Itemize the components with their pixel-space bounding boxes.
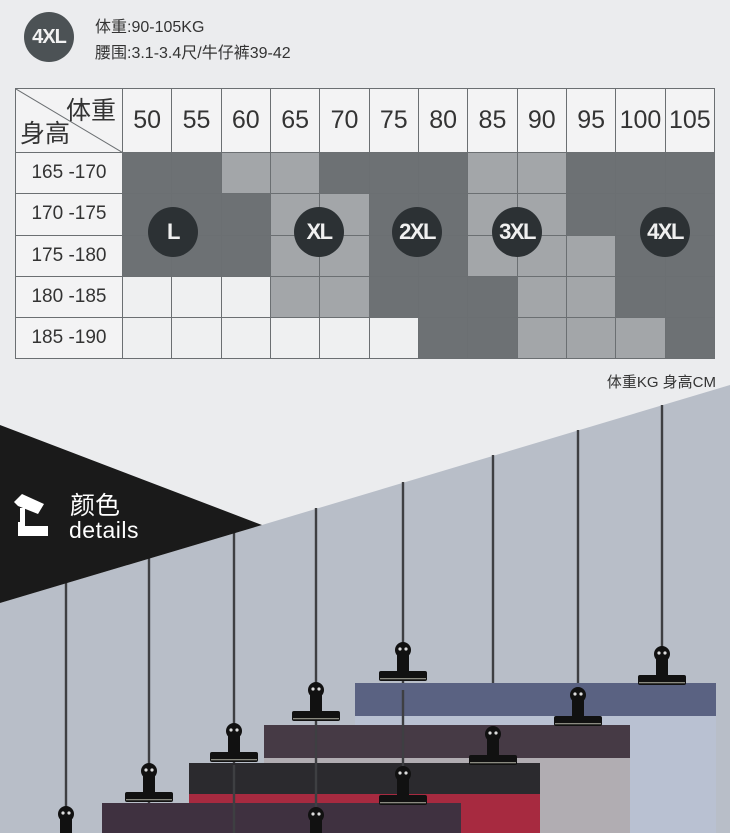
weight-col-header: 105 <box>664 87 716 154</box>
size-cell-dark <box>417 316 469 360</box>
table-row: 170 -175 <box>15 193 716 236</box>
binder-clips <box>42 642 686 833</box>
weight-col-header: 75 <box>368 87 419 154</box>
size-cell-white <box>171 316 222 360</box>
size-cell-light <box>565 275 617 318</box>
size-cell-light <box>565 316 617 360</box>
size-cell-dark <box>615 193 666 236</box>
fabric-black-red <box>189 763 540 833</box>
size-cell-white <box>171 275 222 318</box>
size-cell-light <box>319 193 370 236</box>
size-cell-dark <box>467 316 518 360</box>
color-section-subtitle: details <box>69 517 139 543</box>
weight-axis-label: 体重 <box>65 97 116 125</box>
weight-col-header: 50 <box>121 87 173 154</box>
size-bubble-2xl: 2XL <box>392 207 442 257</box>
weight-col-header: 85 <box>467 87 518 154</box>
size-cell-light <box>516 152 567 195</box>
color-section-title: 颜色 <box>70 492 121 520</box>
height-axis-label: 身高 <box>20 120 71 149</box>
weight-col-header: 100 <box>615 87 666 154</box>
size-bubble-3xl: 3XL <box>492 207 542 257</box>
size-cell-dark <box>121 152 173 195</box>
size-cell-white <box>220 275 271 318</box>
size-cell-light <box>319 275 370 318</box>
size-cell-dark <box>565 152 617 195</box>
gray-backdrop <box>0 385 730 833</box>
weight-col-header: 55 <box>171 87 222 154</box>
size-cell-dark <box>319 152 370 195</box>
size-cell-light <box>565 234 617 277</box>
size-bubble-xl: XL <box>294 207 344 257</box>
weight-col-header: 95 <box>565 87 617 154</box>
fabric-blue <box>355 683 716 833</box>
size-cell-dark <box>368 152 419 195</box>
size-cell-light <box>220 152 271 195</box>
weight-col-header: 90 <box>516 87 567 154</box>
weight-col-header: 65 <box>269 87 321 154</box>
size-cell-dark <box>417 275 469 318</box>
units-label: 体重KG 身高CM <box>606 374 716 391</box>
size-cell-light <box>467 234 518 277</box>
size-cell-light <box>615 316 666 360</box>
size-cell-dark <box>664 316 716 360</box>
size-cell-dark <box>664 275 716 318</box>
diagonal-divider <box>16 89 122 153</box>
size-cell-white <box>121 275 173 318</box>
size-bubble-4xl: 4XL <box>640 207 690 257</box>
size-chart: 体重 身高 50 55 60 65 70 75 80 85 90 95 100 … <box>15 87 716 360</box>
size-cell-light <box>516 316 567 360</box>
waist-range-text: 腰围:3.1-3.4尺/牛仔裤39-42 <box>95 45 291 62</box>
size-cell-white <box>368 316 419 360</box>
table-row: 180 -185 <box>15 275 716 318</box>
size-cell-dark <box>565 193 617 236</box>
size-cell-dark <box>417 152 469 195</box>
lamp-icon <box>14 494 48 536</box>
fabric-purple <box>102 803 461 833</box>
height-row-label: 175 -180 <box>15 234 123 277</box>
size-info-header: 4XL 体重:90-105KG 腰围:3.1-3.4尺/牛仔裤39-42 <box>0 0 730 80</box>
weight-col-header: 80 <box>417 87 469 154</box>
table-row: 175 -180 <box>15 234 716 277</box>
size-cell-dark <box>171 152 222 195</box>
size-cell-white <box>269 316 321 360</box>
size-cell-dark <box>664 152 716 195</box>
size-chart-table: 体重 身高 50 55 60 65 70 75 80 85 90 95 100 … <box>15 87 716 360</box>
size-cell-light <box>319 234 370 277</box>
fabric-mauve <box>264 725 630 833</box>
header-row: 体重 身高 50 55 60 65 70 75 80 85 90 95 100 … <box>15 87 716 154</box>
weight-range-text: 体重:90-105KG <box>95 19 205 36</box>
size-badge: 4XL <box>24 12 74 62</box>
size-cell-dark <box>417 193 469 236</box>
size-cell-dark <box>417 234 469 277</box>
hanging-wires <box>64 405 664 833</box>
size-cell-light <box>269 275 321 318</box>
size-cell-light <box>467 152 518 195</box>
corner-cell: 体重 身高 <box>15 87 123 154</box>
size-cell-dark <box>615 152 666 195</box>
table-row: 165 -170 <box>15 152 716 195</box>
size-cell-dark <box>615 275 666 318</box>
height-row-label: 180 -185 <box>15 275 123 318</box>
size-cell-white <box>121 316 173 360</box>
table-row: 185 -190 <box>15 316 716 360</box>
size-cell-dark <box>220 234 271 277</box>
size-cell-white <box>319 316 370 360</box>
size-cell-dark <box>615 234 666 277</box>
weight-col-header: 60 <box>220 87 271 154</box>
size-bubble-l: L <box>148 207 198 257</box>
size-cell-dark <box>220 193 271 236</box>
size-cell-white <box>220 316 271 360</box>
weight-col-header: 70 <box>319 87 370 154</box>
height-row-label: 165 -170 <box>15 152 123 195</box>
size-cell-dark <box>368 275 419 318</box>
height-row-label: 185 -190 <box>15 316 123 360</box>
height-row-label: 170 -175 <box>15 193 123 236</box>
size-cell-light <box>516 275 567 318</box>
size-cell-light <box>269 152 321 195</box>
size-cell-dark <box>467 275 518 318</box>
